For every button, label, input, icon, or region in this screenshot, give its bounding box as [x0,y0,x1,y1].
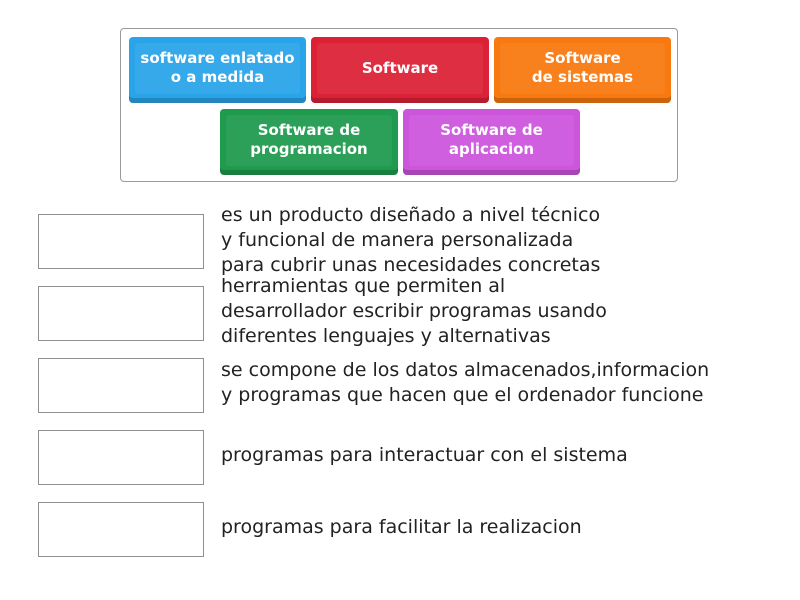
description-5: programas para facilitar la realizacion [221,516,582,538]
tile-software-enlatado[interactable]: software enlatado o a medida [129,37,306,103]
drop-target-5[interactable] [38,502,204,557]
tile-label: Software [361,58,439,77]
description-1: es un producto diseñado a nivel técnico … [221,204,601,276]
tile-face [226,115,392,166]
description-2: herramientas que permiten al desarrollad… [221,275,607,347]
tile-face [135,43,300,94]
tile-software-de-sistemas[interactable]: Software de sistemas [494,37,671,103]
drop-target-2[interactable] [38,286,204,341]
description-3: se compone de los datos almacenados,info… [221,359,710,406]
tile-label: Software de aplicacion [440,121,543,158]
description-4: programas para interactuar con el sistem… [221,444,628,466]
answer-tile-bank: software enlatado o a medida Software So… [120,28,678,182]
tile-face [317,43,483,94]
tile-label: Software de programacion [250,121,368,158]
tile-label: software enlatado o a medida [140,49,295,86]
drop-target-4[interactable] [38,430,204,485]
tile-software-de-programacion[interactable]: Software de programacion [220,109,398,175]
tile-face [500,43,665,94]
tile-software-de-aplicacion[interactable]: Software de aplicacion [403,109,580,175]
tile-software[interactable]: Software [311,37,489,103]
drop-target-1[interactable] [38,214,204,269]
drop-target-3[interactable] [38,358,204,413]
tile-face [409,115,574,166]
tile-label: Software de sistemas [531,49,634,86]
